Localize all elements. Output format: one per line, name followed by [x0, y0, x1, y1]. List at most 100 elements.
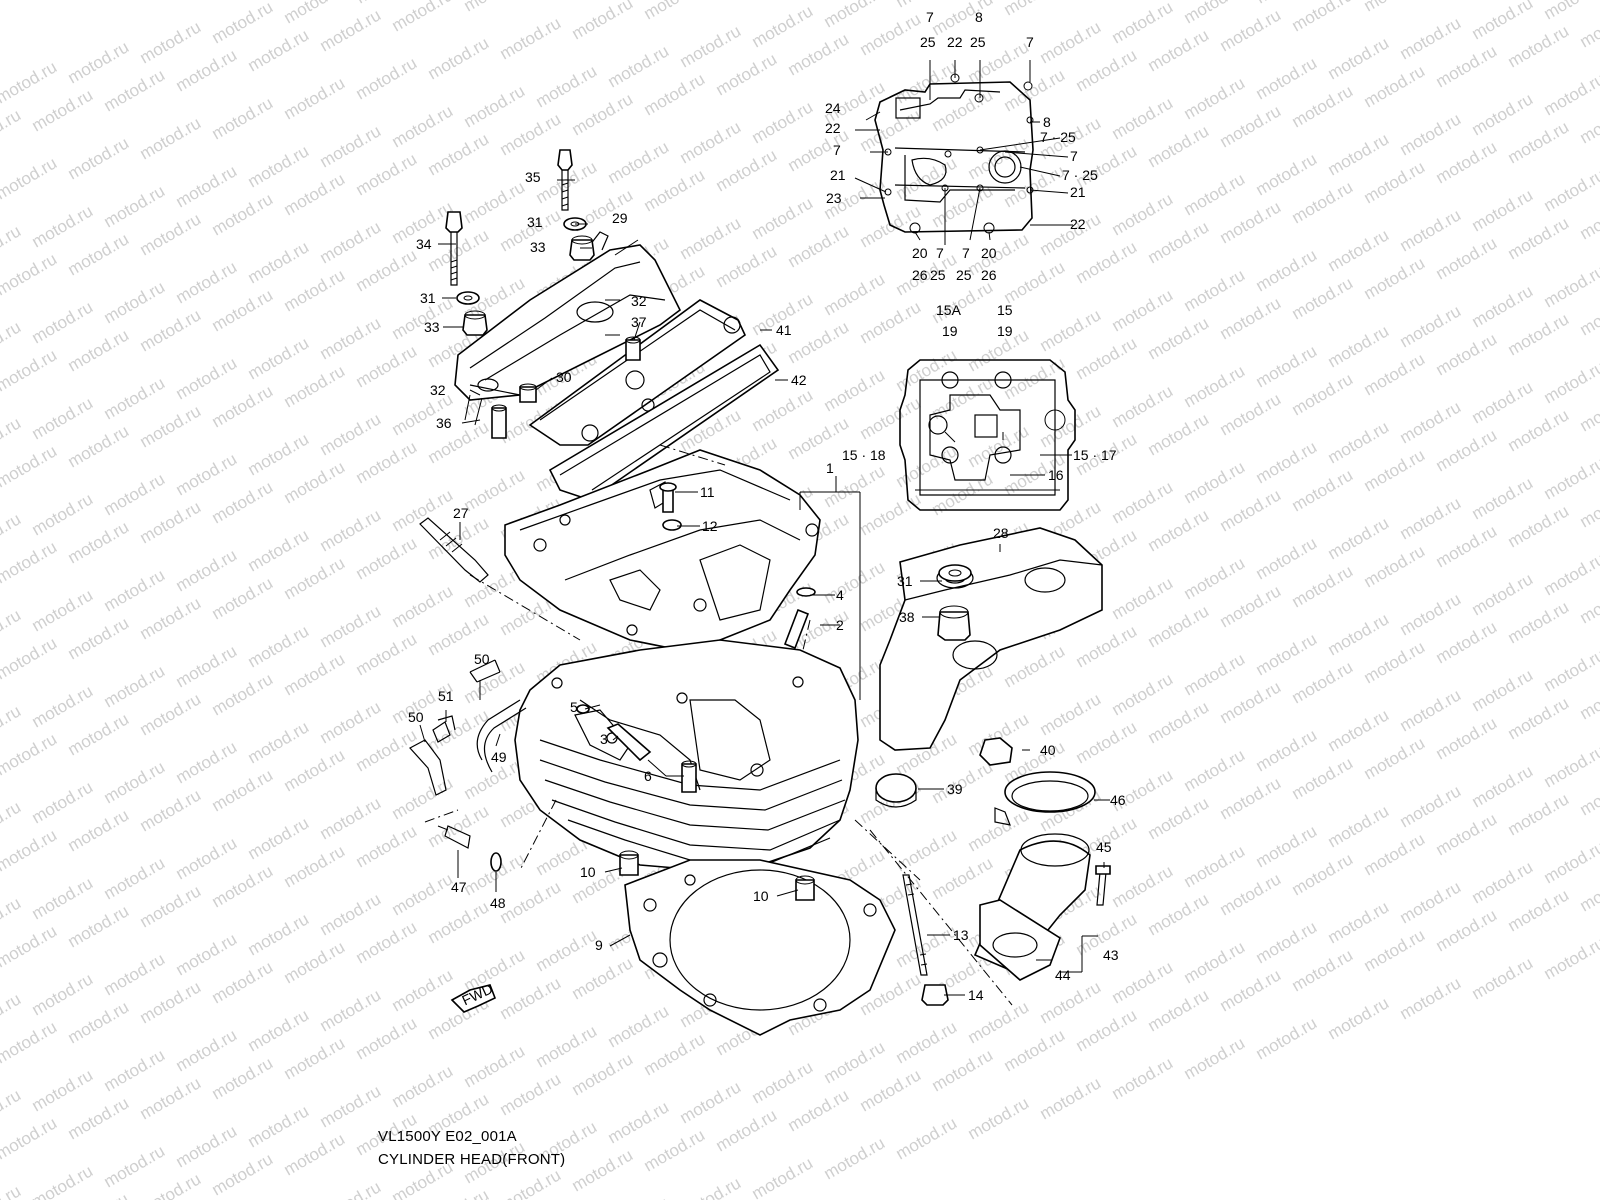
watermark-text: motod.ru: [1325, 417, 1393, 467]
watermark-text: motod.ru: [533, 61, 601, 111]
watermark-text: motod.ru: [209, 573, 277, 623]
watermark-text: motod.ru: [137, 305, 205, 355]
watermark-text: motod.ru: [137, 497, 205, 547]
watermark-text: motod.ru: [389, 581, 457, 631]
watermark-text: motod.ru: [1217, 293, 1285, 343]
watermark-text: motod.ru: [317, 1081, 385, 1131]
watermark-text: motod.ru: [1145, 25, 1213, 75]
watermark-text: motod.ru: [245, 525, 313, 575]
watermark-text: motod.ru: [1577, 289, 1600, 339]
watermark-text: motod.ru: [893, 1017, 961, 1067]
watermark-text: motod.ru: [1001, 65, 1069, 115]
watermark-text: motod.ru: [1505, 597, 1573, 647]
watermark-text: motod.ru: [173, 545, 241, 595]
watermark-text: motod.ru: [1397, 109, 1465, 159]
watermark-text: motod.ru: [1037, 17, 1105, 67]
watermark-text: motod.ru: [101, 949, 169, 999]
watermark-text: motod.ru: [1361, 925, 1429, 975]
callout-7-top-2: 7: [1026, 34, 1034, 50]
watermark-text: motod.ru: [101, 373, 169, 423]
callout-51: 51: [438, 688, 454, 704]
watermark-text: motod.ru: [749, 1153, 817, 1200]
watermark-text: motod.ru: [1541, 453, 1600, 503]
watermark-text: motod.ru: [749, 193, 817, 243]
watermark-text: motod.ru: [1361, 445, 1429, 495]
watermark-text: motod.ru: [0, 989, 24, 1039]
watermark-text: motod.ru: [893, 441, 961, 491]
watermark-text: motod.ru: [461, 1041, 529, 1091]
watermark-text: motod.ru: [425, 417, 493, 467]
watermark-text: motod.ru: [1253, 629, 1321, 679]
watermark-text: motod.ru: [29, 873, 97, 923]
watermark-text: motod.ru: [353, 1013, 421, 1063]
watermark-text: motod.ru: [1505, 693, 1573, 743]
watermark-text: motod.ru: [1001, 161, 1069, 211]
watermark-text: motod.ru: [1145, 697, 1213, 747]
watermark-text: motod.ru: [65, 37, 133, 87]
cam-cover-and-gasket: [528, 299, 780, 501]
watermark-text: motod.ru: [749, 1057, 817, 1107]
watermark-text: motod.ru: [65, 997, 133, 1047]
watermark-text: motod.ru: [353, 533, 421, 583]
callout-15-top: 15: [997, 302, 1013, 318]
watermark-text: motod.ru: [65, 517, 133, 567]
watermark-text: motod.ru: [605, 1097, 673, 1147]
watermark-text: motod.ru: [965, 229, 1033, 279]
callout-15-17: 15 · 17: [1073, 447, 1117, 463]
watermark-text: motod.ru: [1073, 45, 1141, 95]
callout-36: 36: [436, 415, 452, 431]
watermark-text: motod.ru: [1181, 553, 1249, 603]
watermark-text: motod.ru: [1469, 473, 1537, 523]
watermark-text: motod.ru: [1037, 977, 1105, 1027]
watermark-text: motod.ru: [1397, 877, 1465, 927]
callout-11: 11: [700, 484, 715, 500]
watermark-text: motod.ru: [0, 57, 60, 107]
watermark-text: motod.ru: [0, 249, 60, 299]
watermark-text: motod.ru: [0, 921, 60, 971]
watermark-text: motod.ru: [1469, 569, 1537, 619]
watermark-text: motod.ru: [1289, 177, 1357, 227]
watermark-text: motod.ru: [389, 1061, 457, 1111]
watermark-text: motod.ru: [0, 825, 60, 875]
watermark-text: motod.ru: [1217, 485, 1285, 535]
watermark-text: motod.ru: [461, 465, 529, 515]
watermark-text: motod.ru: [677, 213, 745, 263]
watermark-text: motod.ru: [281, 1033, 349, 1083]
watermark-text: motod.ru: [749, 385, 817, 435]
watermark-text: motod.ru: [1577, 385, 1600, 435]
watermark-text: motod.ru: [1577, 193, 1600, 243]
watermark-text: motod.ru: [461, 0, 529, 15]
fasteners-and-small-parts: [409, 149, 1111, 1013]
watermark-text: motod.ru: [461, 81, 529, 131]
watermark-text: motod.ru: [317, 601, 385, 651]
watermark-text: motod.ru: [389, 485, 457, 535]
watermark-text: motod.ru: [101, 757, 169, 807]
watermark-text: motod.ru: [1541, 0, 1600, 23]
watermark-text: motod.ru: [245, 25, 313, 75]
watermark-text: motod.ru: [1253, 53, 1321, 103]
watermark-text: motod.ru: [821, 0, 889, 31]
callout-7-25-right-1: 7 · 25: [1040, 129, 1076, 145]
watermark-text: motod.ru: [1253, 1013, 1321, 1063]
callout-33-mid: 33: [424, 319, 440, 335]
callout-9: 9: [595, 937, 603, 953]
watermark-text: motod.ru: [785, 1085, 853, 1135]
watermark-text: motod.ru: [1541, 837, 1600, 887]
watermark-text: motod.ru: [137, 113, 205, 163]
watermark-text: motod.ru: [29, 681, 97, 731]
watermark-text: motod.ru: [209, 93, 277, 143]
callout-23: 23: [826, 190, 842, 206]
watermark-text: motod.ru: [1109, 1053, 1177, 1103]
cylinder-head-body: [514, 639, 859, 871]
callout-30: 30: [556, 369, 572, 385]
watermark-text: motod.ru: [1073, 333, 1141, 383]
watermark-text: motod.ru: [605, 137, 673, 187]
watermark-text: motod.ru: [245, 717, 313, 767]
watermark-text: motod.ru: [821, 557, 889, 607]
watermark-text: motod.ru: [1469, 953, 1537, 1003]
watermark-text: motod.ru: [1469, 761, 1537, 811]
watermark-text: motod.ru: [1253, 917, 1321, 967]
watermark-text: motod.ru: [1217, 5, 1285, 55]
watermark-text: motod.ru: [1469, 185, 1537, 235]
callout-45: 45: [1096, 839, 1112, 855]
